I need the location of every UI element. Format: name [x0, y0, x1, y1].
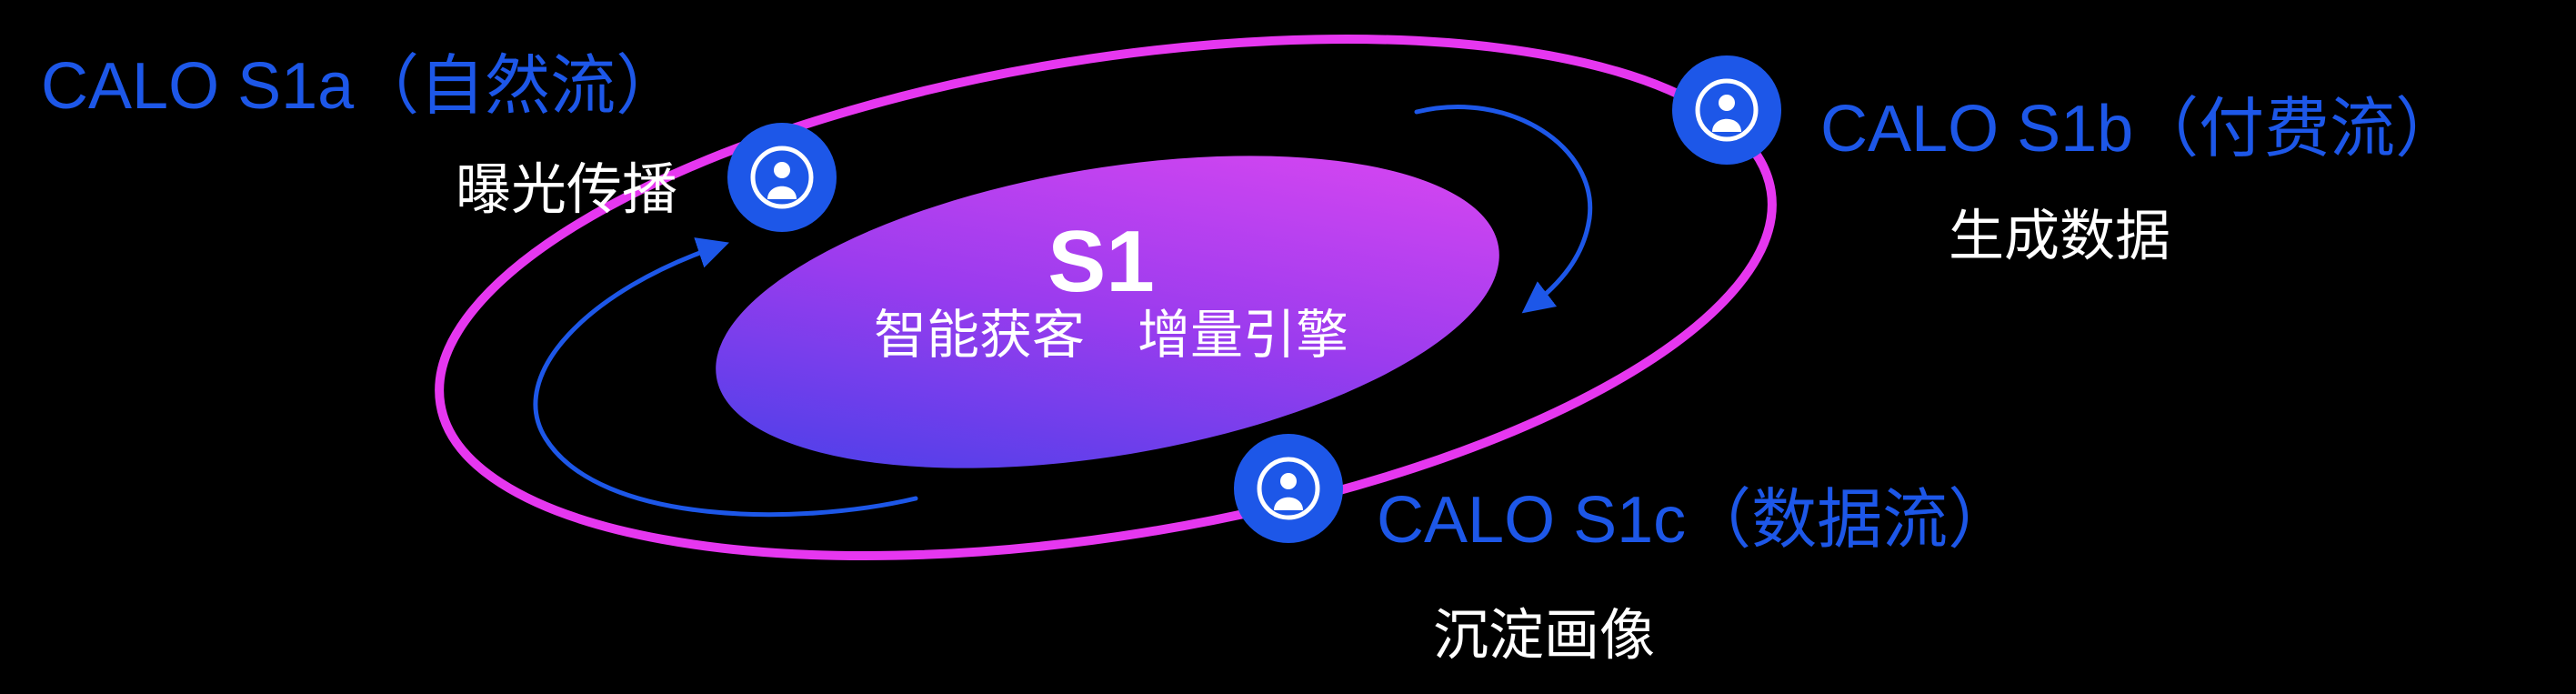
- node-s1a-caption: 曝光传播: [456, 158, 677, 220]
- core-ellipse: [716, 156, 1499, 468]
- flow-arrow-left: [533, 237, 918, 518]
- user-icon: [1234, 434, 1343, 543]
- user-icon: [1672, 55, 1781, 165]
- node-s1a-label: CALO S1a（自然流）: [41, 50, 681, 123]
- core-subtitle: 智能获客 增量引擎: [874, 306, 1348, 365]
- orbit-ring: [435, 34, 1777, 561]
- node-s1b-caption: 生成数据: [1949, 205, 2170, 267]
- node-s1b-label: CALO S1b（付费流）: [1820, 93, 2461, 166]
- core-title: S1: [1047, 213, 1154, 310]
- node-s1c-caption: 沉淀画像: [1433, 604, 1655, 666]
- flow-arrow-right: [1414, 105, 1593, 314]
- node-s1c-label: CALO S1c（数据流）: [1377, 484, 2013, 557]
- user-icon: [727, 123, 837, 232]
